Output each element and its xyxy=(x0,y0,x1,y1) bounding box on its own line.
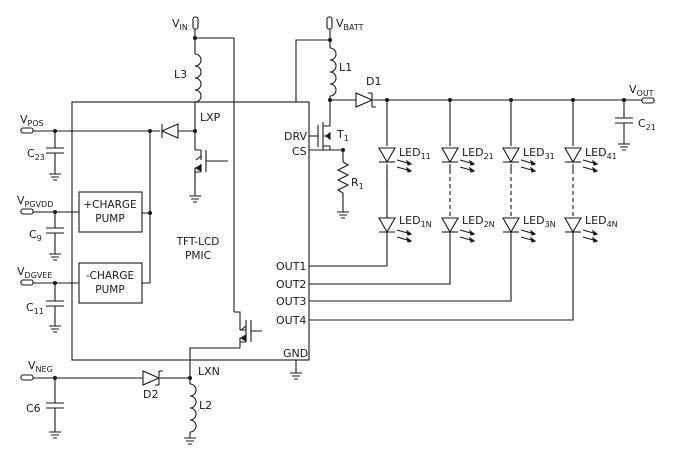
vout-terminal: VOUT xyxy=(629,83,655,104)
led-icon xyxy=(378,147,413,173)
c23-label: C23 xyxy=(27,147,45,162)
charge-pump-neg-line2: PUMP xyxy=(95,284,124,296)
vdgvee-terminal: VDGVEE xyxy=(17,265,52,286)
led-label: LED4N xyxy=(585,214,618,229)
charge-pump-pos-line1: +CHARGE xyxy=(83,199,136,211)
capacitor-c23 xyxy=(46,147,64,154)
svg-text:VNEG: VNEG xyxy=(28,359,53,374)
led-label: LED41 xyxy=(585,146,617,161)
resistor-r1 xyxy=(336,161,350,212)
d1-label: D1 xyxy=(366,75,381,88)
led-string-2: LED21 LED2N xyxy=(309,100,495,285)
led-icon xyxy=(564,217,599,243)
gnd-pin-label: GND xyxy=(283,347,308,360)
svg-text:VDGVEE: VDGVEE xyxy=(17,265,52,280)
led-string-1: LED11 LED1N xyxy=(309,100,432,267)
led-label: LED2N xyxy=(462,214,495,229)
ground-symbol-l2 xyxy=(184,437,196,445)
inductor-l1 xyxy=(329,47,337,97)
lxp-mosfet xyxy=(194,149,228,178)
led-label: LED11 xyxy=(399,146,431,161)
svg-text:VPGVDD: VPGVDD xyxy=(17,194,53,209)
led-icon xyxy=(378,196,413,243)
pmic-ic-body xyxy=(71,101,310,361)
diode-d1 xyxy=(355,92,376,108)
drv-pin-label: DRV xyxy=(284,130,308,143)
svg-text:VBATT: VBATT xyxy=(336,17,364,32)
lxp-pin-label: LXP xyxy=(200,111,221,124)
l1-switch-wire xyxy=(329,96,650,122)
svg-text:VPOS: VPOS xyxy=(20,113,44,128)
c21-label: C21 xyxy=(638,117,656,132)
led-string-3: LED31 LED3N xyxy=(309,100,556,302)
ground-symbol-r1 xyxy=(337,211,349,219)
charge-pump-pos-block xyxy=(78,191,143,233)
led-string-4: LED41 LED4N xyxy=(309,100,618,321)
c9-label: C9 xyxy=(29,228,42,243)
out3-pin-label: OUT3 xyxy=(276,295,306,308)
vneg-wire xyxy=(33,360,191,379)
vpos-diode xyxy=(160,123,179,139)
d2-label: D2 xyxy=(143,388,158,401)
capacitor-c6 xyxy=(46,402,64,409)
ground-symbol-gnd xyxy=(290,372,302,380)
l1-label: L1 xyxy=(339,61,352,74)
led-label: LED1N xyxy=(399,214,432,229)
svg-text:VIN: VIN xyxy=(172,17,188,32)
lxn-drain-wire xyxy=(189,347,240,360)
ground-symbol-c6 xyxy=(49,431,61,439)
ground-symbol-lxp xyxy=(189,195,201,203)
led-label: LED31 xyxy=(523,146,555,161)
led-icon xyxy=(441,147,476,173)
transistor-t1 xyxy=(317,122,331,150)
t1-label: T1 xyxy=(336,128,349,143)
ground-symbol-c23 xyxy=(49,173,61,181)
out2-pin-label: OUT2 xyxy=(276,278,306,291)
inductor-l2 xyxy=(189,383,197,433)
lxn-mosfet xyxy=(239,320,262,348)
led-icon xyxy=(564,147,599,173)
vneg-terminal: VNEG xyxy=(20,359,53,381)
charge-pump-internal-wire xyxy=(142,131,151,284)
led-icon xyxy=(441,217,476,243)
led-icon xyxy=(502,147,537,173)
led-label: LED21 xyxy=(462,146,494,161)
ground-symbol-c21 xyxy=(618,143,630,151)
pmic-name-line1: TFT-LCD xyxy=(176,236,220,248)
lxn-pin-label: LXN xyxy=(198,365,220,378)
charge-pump-neg-block xyxy=(78,262,143,304)
vbatt-wire xyxy=(295,29,331,102)
capacitor-c21 xyxy=(615,117,633,124)
inductor-l3 xyxy=(194,53,202,103)
vin-wire xyxy=(194,29,235,312)
charge-pump-pos-line2: PUMP xyxy=(95,213,124,225)
charge-pump-neg-line1: -CHARGE xyxy=(86,270,134,282)
led-label: LED3N xyxy=(523,214,556,229)
capacitor-c9 xyxy=(46,227,64,234)
svg-text:VOUT: VOUT xyxy=(629,83,654,98)
lxn-internal-wire xyxy=(234,311,241,330)
c6-label: C6 xyxy=(26,402,41,415)
c11-label: C11 xyxy=(26,301,44,316)
l2-label: L2 xyxy=(199,399,212,412)
r1-label: R1 xyxy=(351,176,364,191)
vpos-terminal: VPOS xyxy=(20,113,44,134)
l3-label: L3 xyxy=(174,68,187,81)
pmic-name-line2: PMIC xyxy=(185,250,211,262)
capacitor-c11 xyxy=(46,300,64,307)
out1-pin-label: OUT1 xyxy=(276,260,306,273)
diode-d2 xyxy=(142,370,163,386)
led-icon xyxy=(502,217,537,243)
vpgvdd-terminal: VPGVDD xyxy=(17,194,53,215)
vbatt-terminal: VBATT xyxy=(326,16,364,32)
out4-pin-label: OUT4 xyxy=(276,314,306,327)
ground-symbol-c11 xyxy=(49,325,61,333)
ground-symbol-c9 xyxy=(49,253,61,261)
cs-pin-label: CS xyxy=(292,145,307,158)
cs-wire xyxy=(309,149,344,162)
vin-terminal: VIN xyxy=(172,16,199,32)
